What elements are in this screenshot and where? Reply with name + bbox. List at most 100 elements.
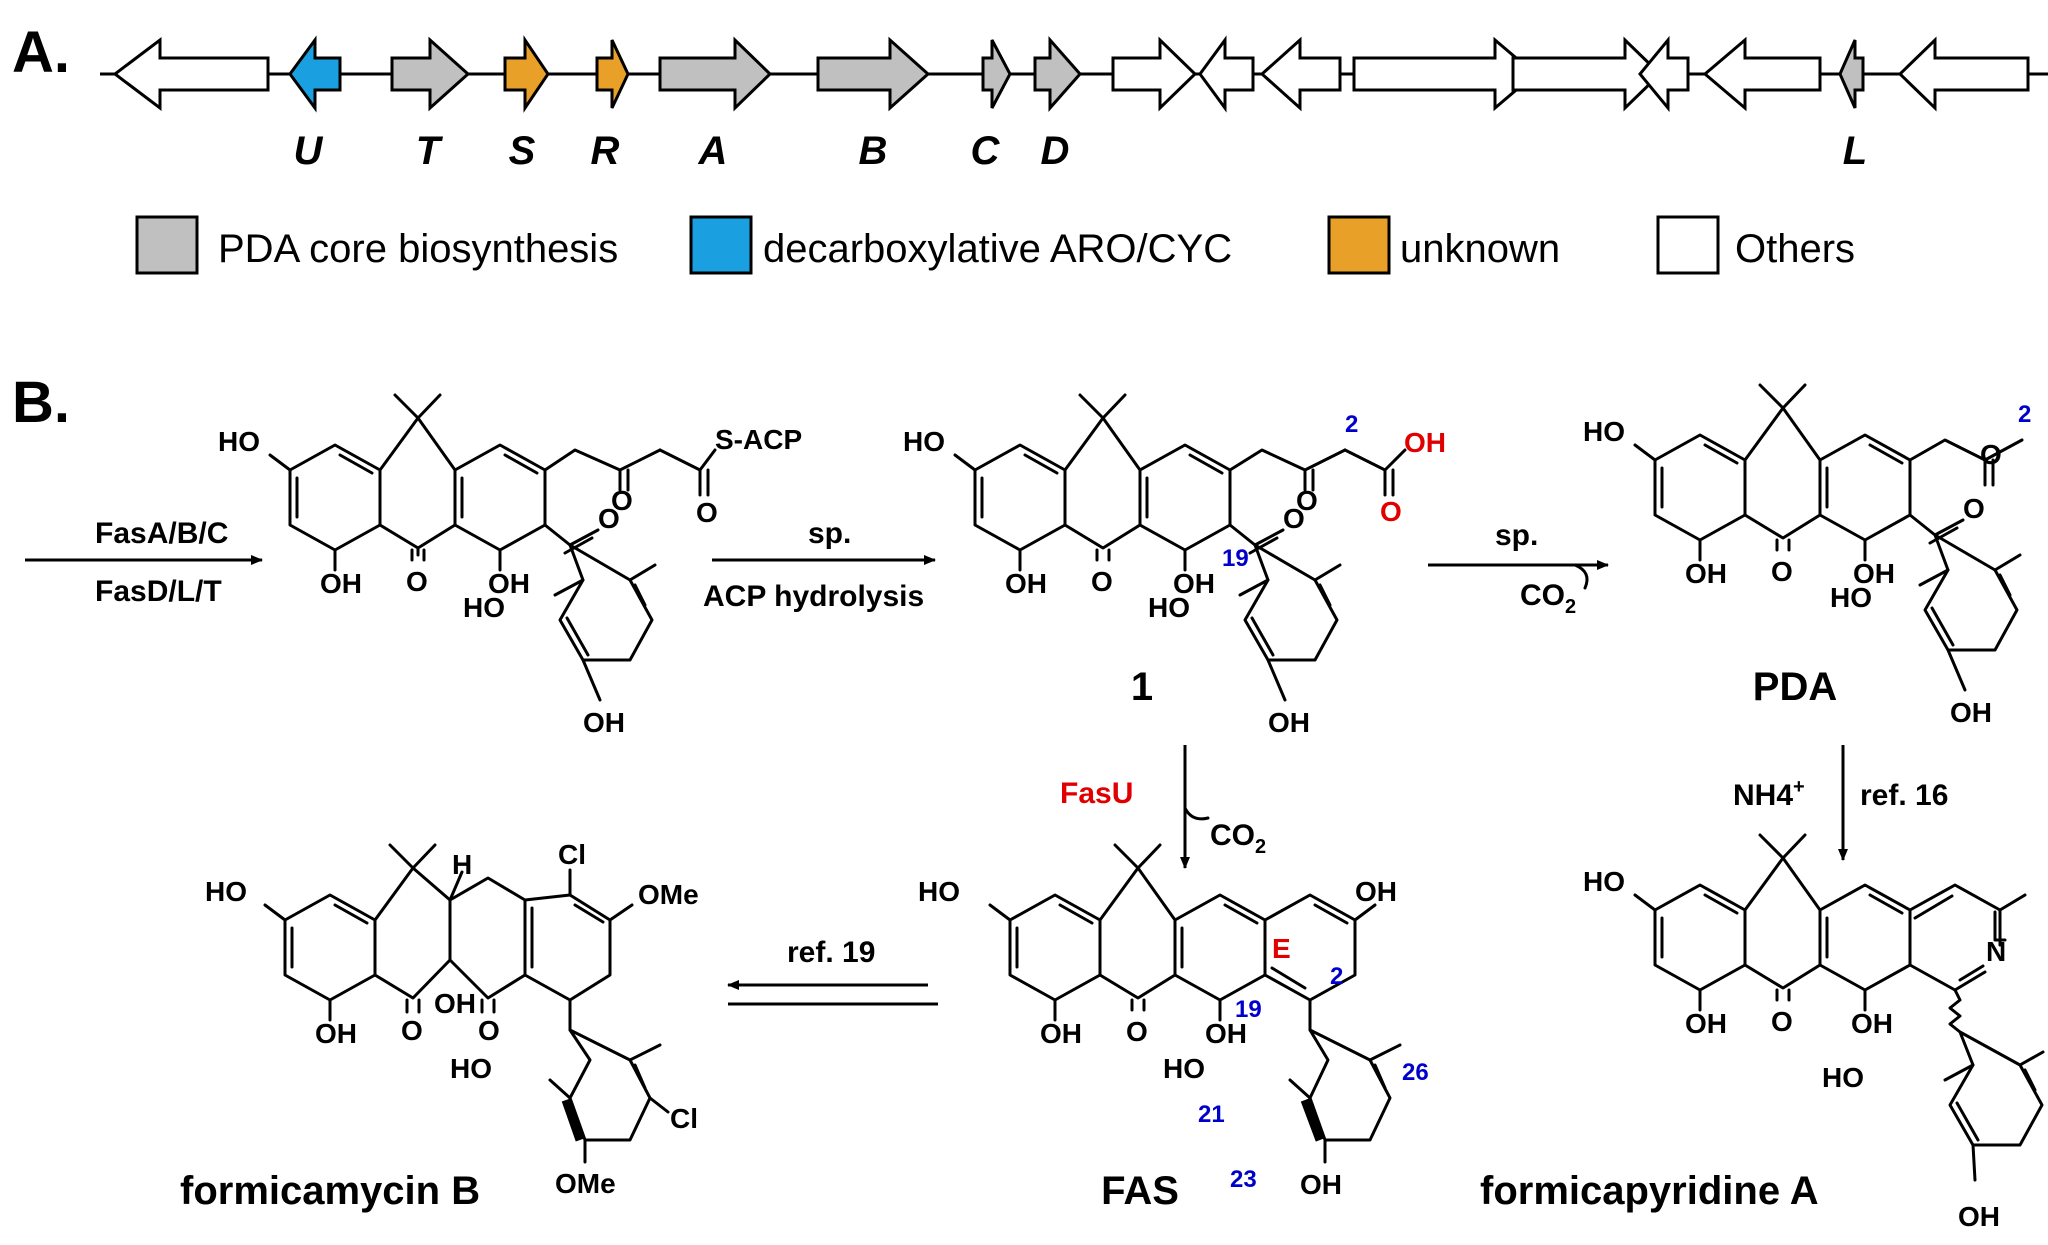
position-19: 19 bbox=[1235, 996, 1262, 1023]
atom-ho: HO bbox=[903, 426, 945, 457]
compound-label-1: 1 bbox=[1131, 665, 1153, 709]
position-19: 19 bbox=[1222, 545, 1249, 572]
atom-o: O bbox=[598, 503, 620, 534]
legend-swatch-core bbox=[135, 215, 199, 275]
compound-label-formicapyridine-a: formicapyridine A bbox=[1480, 1169, 1819, 1213]
gene-label-S: S bbox=[509, 129, 536, 173]
ring-letter-e: E bbox=[1272, 933, 1291, 964]
arrow-label-enzymes-bottom: FasD/L/T bbox=[95, 575, 222, 608]
panel-a-label: A. bbox=[12, 20, 70, 85]
legend-label-others: Others bbox=[1735, 227, 1855, 271]
gene-arrow-other-1 bbox=[112, 36, 270, 112]
atom-cl: Cl bbox=[558, 839, 586, 870]
atom-o: O bbox=[1980, 439, 2002, 470]
gene-arrow-C bbox=[981, 39, 1012, 109]
atom-oh: OH bbox=[1355, 876, 1397, 907]
gene-arrow-other-7 bbox=[1638, 35, 1690, 113]
gene-arrow-S bbox=[503, 35, 550, 113]
structure-fas: HO OH OH O OH HO OH E 2 19 21 23 26 bbox=[918, 843, 1429, 1200]
gene-label-T: T bbox=[416, 129, 444, 173]
atom-oh: OH bbox=[1205, 1018, 1247, 1049]
gene-label-L: L bbox=[1843, 129, 1867, 173]
atom-o: O bbox=[1126, 1016, 1148, 1047]
compound-label-pda: PDA bbox=[1753, 665, 1837, 709]
structure-acp-intermediate: HO OH O OH O O S-ACP O HO OH bbox=[218, 393, 802, 738]
arrow-label-ref19: ref. 19 bbox=[787, 936, 875, 969]
arrow-label-acp-hydrolysis: ACP hydrolysis bbox=[703, 580, 924, 613]
position-23: 23 bbox=[1230, 1166, 1257, 1193]
legend-swatch-unknown bbox=[1327, 215, 1391, 275]
gene-label-C: C bbox=[971, 129, 1001, 173]
atom-ho: HO bbox=[1583, 416, 1625, 447]
structure-compound-1: HO OH O OH O O OH O HO OH 2 19 bbox=[903, 393, 1446, 738]
atom-oh: OH bbox=[1950, 697, 1992, 728]
atom-oh: OH bbox=[1851, 1008, 1893, 1039]
legend-label-unknown: unknown bbox=[1400, 227, 1560, 271]
atom-oh: OH bbox=[434, 988, 476, 1019]
atom-ho: HO bbox=[1822, 1062, 1864, 1093]
position-2: 2 bbox=[1330, 963, 1343, 990]
atom-cl: Cl bbox=[670, 1103, 698, 1134]
atom-oh: OH bbox=[1268, 707, 1310, 738]
gene-arrow-T bbox=[390, 36, 471, 112]
atom-ho: HO bbox=[463, 592, 505, 623]
arrow-label-nh4: NH4+ bbox=[1733, 776, 1805, 812]
atom-ho: HO bbox=[218, 426, 260, 457]
atom-ho: HO bbox=[205, 876, 247, 907]
atom-o: O bbox=[696, 497, 718, 528]
gene-cluster bbox=[112, 35, 2030, 113]
atom-oh: OH bbox=[1005, 568, 1047, 599]
legend-label-decarboxylative: decarboxylative ARO/CYC bbox=[763, 227, 1232, 271]
co2-release-curve bbox=[1573, 563, 1589, 590]
gene-arrow-other-6 bbox=[1511, 36, 1663, 112]
compound-label-formicamycin-b: formicamycin B bbox=[180, 1169, 480, 1213]
atom-oh: OH bbox=[1685, 558, 1727, 589]
atom-oh: OH bbox=[315, 1018, 357, 1049]
atom-ho: HO bbox=[918, 876, 960, 907]
gene-arrow-other-9 bbox=[1897, 36, 2030, 112]
gene-label-B: B bbox=[859, 129, 888, 173]
atom-oh: OH bbox=[320, 568, 362, 599]
position-26: 26 bbox=[1402, 1059, 1429, 1086]
co2-release-curve-2 bbox=[1183, 806, 1210, 821]
gene-label-A: A bbox=[698, 129, 728, 173]
atom-oh: OH bbox=[1853, 558, 1895, 589]
atom-o-red: O bbox=[1380, 496, 1402, 527]
atom-ho: HO bbox=[450, 1053, 492, 1084]
atom-oh: OH bbox=[488, 568, 530, 599]
structure-formicapyridine-a: HO N OH O OH HO OH bbox=[1583, 833, 2045, 1232]
gene-arrow-B bbox=[816, 36, 931, 112]
atom-ho: HO bbox=[1148, 592, 1190, 623]
atom-n: N bbox=[1986, 936, 2006, 967]
gene-arrow-other-8 bbox=[1702, 36, 1822, 112]
gene-arrow-A bbox=[658, 36, 773, 112]
atom-oh: OH bbox=[1173, 568, 1215, 599]
legend-swatch-decarboxylative bbox=[689, 215, 753, 275]
gene-arrow-U bbox=[288, 35, 342, 113]
arrow-label-sp-1: sp. bbox=[808, 517, 851, 550]
gene-arrow-other-3 bbox=[1198, 35, 1255, 113]
gene-arrow-L bbox=[1838, 39, 1865, 109]
arrow-label-co2-a: CO2 bbox=[1520, 579, 1576, 618]
atom-o: O bbox=[1091, 566, 1113, 597]
structure-formicamycin-b: HO H Cl OMe OH O OH O HO Cl OMe bbox=[205, 839, 699, 1199]
atom-o: O bbox=[1296, 485, 1318, 516]
arrow-label-co2-b: CO2 bbox=[1210, 819, 1266, 858]
gene-arrow-other-4 bbox=[1259, 36, 1342, 112]
atom-oh: OH bbox=[1040, 1018, 1082, 1049]
gene-arrow-D bbox=[1033, 36, 1083, 112]
atom-oh: OH bbox=[1300, 1169, 1342, 1200]
atom-ome: OMe bbox=[638, 879, 699, 910]
arrow-label-ref16: ref. 16 bbox=[1860, 779, 1948, 812]
atom-oh-red: OH bbox=[1404, 427, 1446, 458]
atom-o: O bbox=[1963, 493, 1985, 524]
atom-ome: OMe bbox=[555, 1168, 616, 1199]
compound-label-fas: FAS bbox=[1101, 1169, 1179, 1213]
position-2: 2 bbox=[1345, 411, 1358, 438]
atom-ho: HO bbox=[1830, 582, 1872, 613]
position-21: 21 bbox=[1198, 1101, 1225, 1128]
gene-labels: U T S R A B C D L bbox=[294, 129, 1868, 173]
arrow-label-sp-2: sp. bbox=[1495, 519, 1538, 552]
atom-o: O bbox=[401, 1015, 423, 1046]
